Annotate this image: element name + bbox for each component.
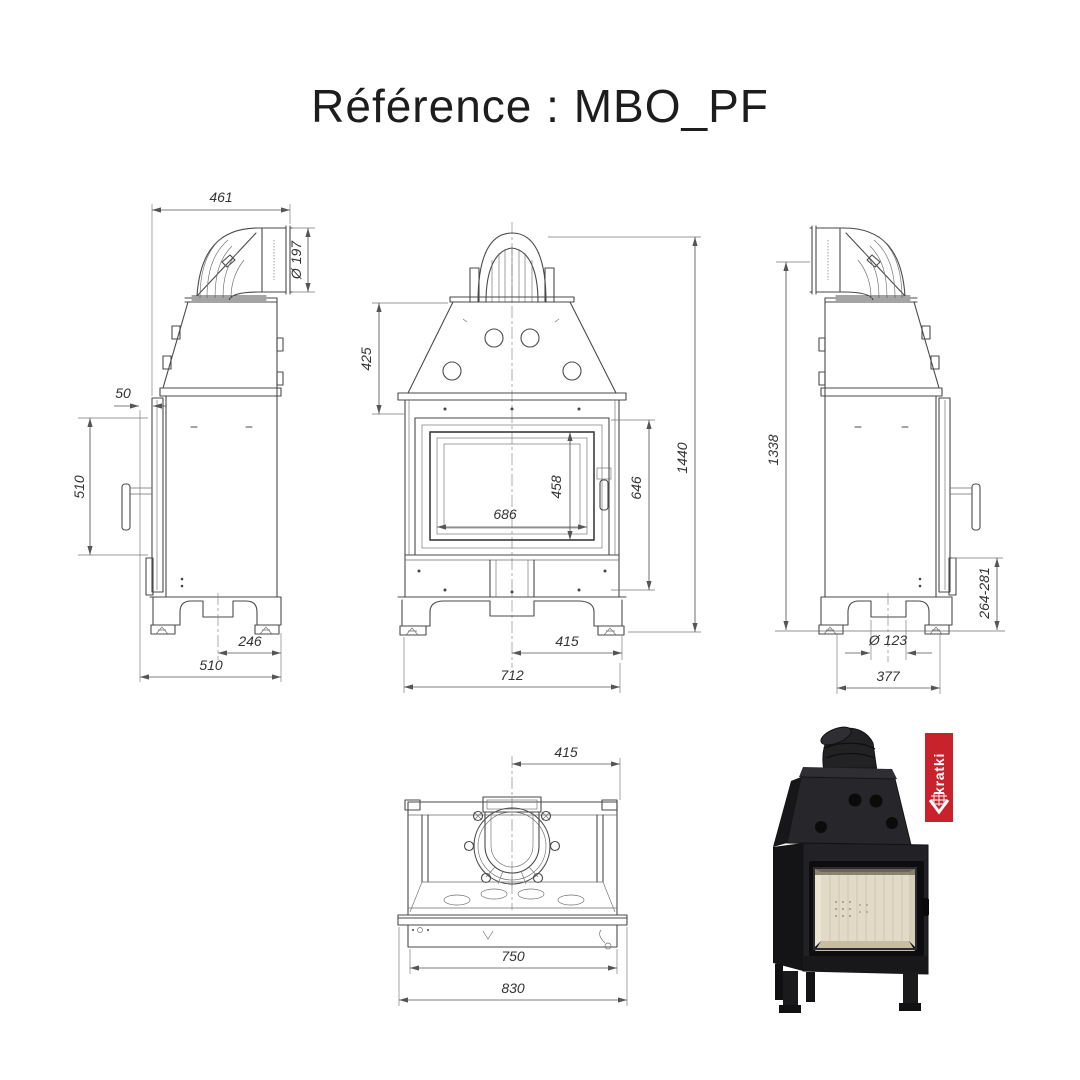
- front-fascia: [407, 924, 618, 948]
- dim-overall-height-front: 1440: [674, 442, 690, 473]
- dim-overall-height-right: 1338: [765, 434, 781, 465]
- photo-firebox-interior: [821, 872, 909, 941]
- photo-handle: [922, 898, 929, 916]
- dim-overall-width: 830: [501, 980, 525, 996]
- photo-leg: [903, 972, 918, 1005]
- dim-foot-offset: 246: [237, 633, 262, 649]
- dim-arrowhead: [87, 418, 93, 427]
- logo-grid-icon: [931, 793, 947, 806]
- dim-door-height-front: 646: [628, 476, 644, 500]
- dim-arrowhead: [272, 674, 281, 680]
- logo-arrow-icon: [928, 799, 950, 815]
- dims-front-view: 425 458 686 646 1440 415 712: [358, 236, 701, 693]
- dim-arrowhead: [153, 403, 162, 409]
- dim-arrowhead: [140, 674, 149, 680]
- dim-flue-offset-top: 415: [554, 744, 578, 760]
- flue-elbow-right: [809, 225, 911, 301]
- top-view-body: [397, 796, 628, 950]
- body-left: [121, 297, 284, 660]
- dim-arrowhead: [87, 546, 93, 555]
- dims-right-view: 1338 264-281 Ø 123 377: [765, 261, 1003, 694]
- hood-front: [397, 296, 627, 401]
- dims-top-view: 415 750 830: [398, 744, 628, 1006]
- kratki-logo: kratki: [925, 733, 953, 822]
- dim-arrowhead: [861, 650, 870, 656]
- dim-arrowhead: [907, 650, 916, 656]
- dim-arrowhead: [783, 621, 789, 630]
- dim-hood-height: 425: [358, 347, 374, 371]
- dim-arrowhead: [399, 997, 408, 1003]
- dim-arrowhead: [783, 262, 789, 271]
- dim-inner-width: 750: [501, 948, 525, 964]
- dim-arrowhead: [305, 228, 311, 237]
- dim-arrowhead: [305, 283, 311, 292]
- dim-glass-height: 458: [548, 475, 564, 499]
- dim-foot-to-center: 415: [555, 633, 579, 649]
- dim-arrowhead: [437, 524, 446, 530]
- dim-outlet-height: 264-281: [976, 567, 992, 619]
- dim-base-depth-right: 377: [876, 668, 901, 684]
- dim-arrowhead: [837, 685, 846, 691]
- dim-arrowhead: [512, 761, 521, 767]
- logo-banner: [925, 733, 953, 822]
- dim-arrowhead: [608, 965, 617, 971]
- dim-arrowhead: [618, 997, 627, 1003]
- dim-arrowhead: [218, 650, 227, 656]
- foot-pad: [150, 624, 280, 635]
- flange-bolt-lugs: [463, 810, 561, 884]
- dim-outlet-diameter: Ø 123: [868, 632, 907, 648]
- kratki-logo-text: kratki: [931, 753, 947, 795]
- dim-arrowhead: [404, 684, 413, 690]
- dim-arrowhead: [567, 531, 573, 540]
- dim-feet-span: 712: [500, 667, 524, 683]
- dim-front-offset: 50: [115, 385, 131, 401]
- dim-arrowhead: [567, 432, 573, 441]
- dim-overall-depth-left: 461: [209, 189, 232, 205]
- door-glass: [429, 431, 595, 541]
- photo-body-side: [773, 843, 803, 971]
- photo-hood-top: [799, 767, 897, 779]
- dim-arrowhead: [281, 207, 290, 213]
- dim-arrowhead: [611, 684, 620, 690]
- dim-arrowhead: [611, 761, 620, 767]
- dim-arrowhead: [613, 650, 622, 656]
- dim-arrowhead: [512, 650, 521, 656]
- right-side-view: 1338 264-281 Ø 123 377: [765, 225, 1005, 694]
- dim-arrowhead: [578, 524, 587, 530]
- dim-arrowhead: [994, 621, 1000, 630]
- dim-door-height-left: 510: [71, 475, 87, 499]
- door-front: [397, 399, 627, 636]
- dim-arrowhead: [646, 581, 652, 590]
- left-side-view: 461 Ø 197 50 510 246 510: [71, 189, 315, 682]
- dim-arrowhead: [692, 623, 698, 632]
- photo-leg: [783, 971, 798, 1007]
- photo-hood: [786, 776, 912, 846]
- dim-flue-diameter: Ø 197: [288, 240, 304, 280]
- flue-elbow-left: [191, 225, 293, 301]
- top-view: 415 750 830: [397, 744, 628, 1006]
- dim-arrowhead: [376, 405, 382, 414]
- dim-arrowhead: [931, 685, 940, 691]
- door-handle-right: [971, 483, 981, 531]
- dim-arrowhead: [272, 650, 281, 656]
- dim-arrowhead: [994, 558, 1000, 567]
- photo-air-holes: [835, 901, 868, 917]
- front-view: 425 458 686 646 1440 415 712: [358, 222, 701, 693]
- dim-arrowhead: [376, 303, 382, 312]
- fireplace-photo: [773, 726, 929, 1013]
- dim-arrowhead: [410, 965, 419, 971]
- body-right: [775, 297, 1005, 662]
- pull-knob: [604, 942, 612, 950]
- door-handle-left: [121, 483, 131, 531]
- dim-arrowhead: [152, 207, 161, 213]
- page-title: Référence : MBO_PF: [311, 80, 769, 132]
- dim-arrowhead: [130, 403, 139, 409]
- door-handle-front: [599, 479, 609, 511]
- dims-left-view: 461 Ø 197 50 510 246 510: [71, 189, 315, 682]
- dim-arrowhead: [692, 237, 698, 246]
- dim-glass-width: 686: [493, 506, 517, 522]
- dim-arrowhead: [646, 420, 652, 429]
- dim-base-depth-left: 510: [199, 657, 223, 673]
